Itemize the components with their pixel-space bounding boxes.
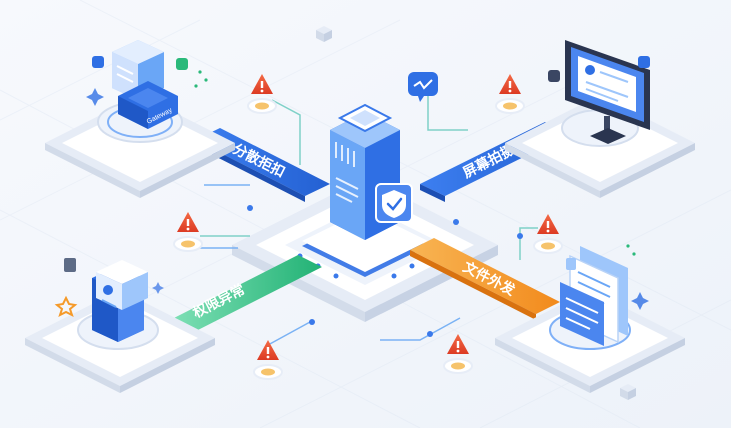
connector-dots [247,205,523,337]
warning-triangle-icon [247,74,277,114]
warning-triangle-icon [533,214,563,254]
connector-lines-blue [195,184,461,346]
decorative-dots [194,70,636,256]
warning-triangle-icon [495,74,525,114]
connector-lines [200,92,538,260]
small-app-icons [64,56,650,272]
warning-triangle-icon [173,212,203,252]
band-bottom-right [410,238,560,320]
sparkle-icon [86,88,649,310]
chat-bubble-icon [408,72,438,102]
warning-markers [173,74,563,380]
document-icon [560,246,628,346]
server-icon: Gateway [112,40,178,129]
document-server-icon [92,260,148,342]
star-outline-icon [54,295,78,317]
shield-check-icon [375,183,413,223]
floating-cubes [316,26,636,400]
monitor-icon [565,40,650,144]
warning-triangle-icon [253,340,283,380]
warning-triangle-icon [443,334,473,374]
